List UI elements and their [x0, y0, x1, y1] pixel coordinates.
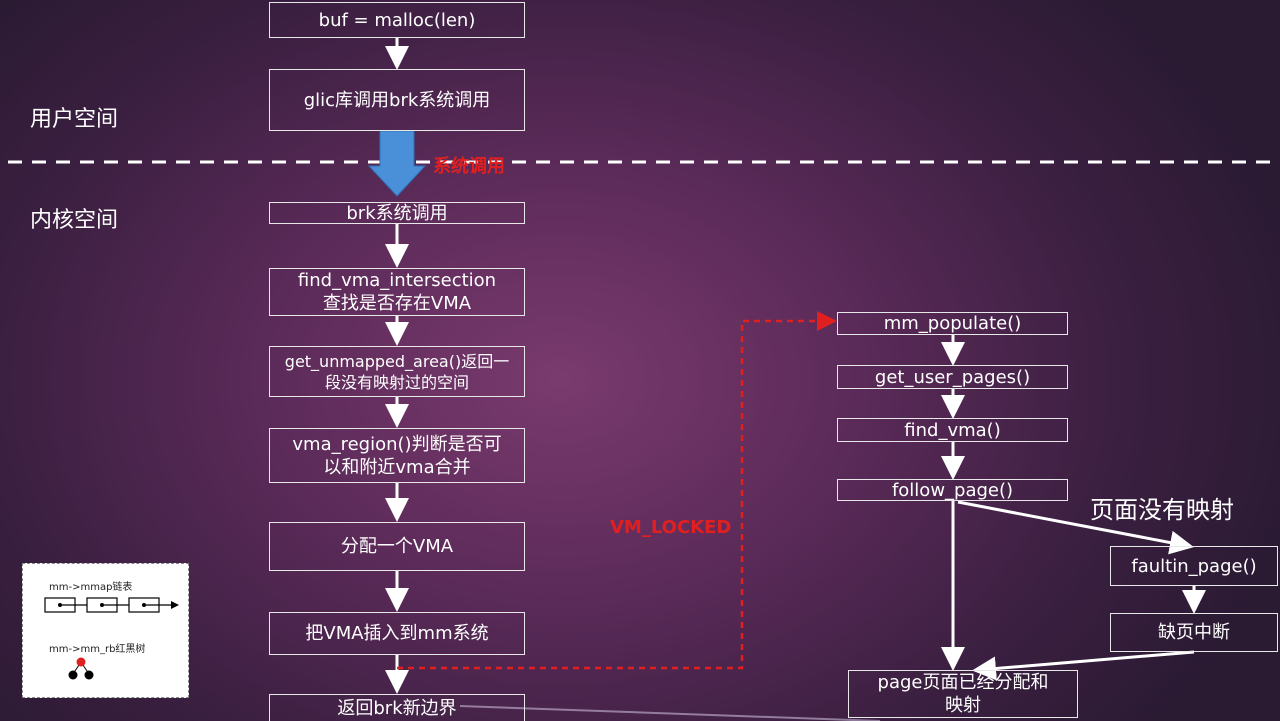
linked-list-icon — [44, 597, 179, 613]
find-vma-intersection-box: find_vma_intersection 查找是否存在VMA — [269, 268, 525, 316]
get-unmapped-area-box: get_unmapped_area()返回一 段没有映射过的空间 — [269, 346, 525, 397]
return-brk-box: 返回brk新边界 — [269, 694, 525, 721]
alloc-vma-text: 分配一个VMA — [340, 536, 454, 557]
find-vma-text: find_vma() — [904, 419, 1001, 441]
find-vma-box: find_vma() — [837, 418, 1068, 442]
glibc-text: glic库调用brk系统调用 — [303, 89, 491, 111]
get-unmapped-area-line2: 段没有映射过的空间 — [324, 372, 469, 392]
mm-populate-box: mm_populate() — [837, 312, 1068, 335]
brk-syscall-box: brk系统调用 — [269, 202, 525, 224]
alloc-vma-box: 分配一个VMA — [269, 522, 525, 571]
insert-vma-text: 把VMA插入到mm系统 — [305, 623, 489, 644]
page-fault-box: 缺页中断 — [1110, 613, 1278, 652]
get-user-pages-box: get_user_pages() — [837, 365, 1068, 389]
page-done-line1: page页面已经分配和 — [877, 672, 1049, 693]
syscall-arrow — [367, 130, 427, 197]
malloc-box: buf = malloc(len) — [269, 2, 525, 38]
follow-page-box: follow_page() — [837, 479, 1068, 501]
vma-region-line2: 以和附近vma合并 — [323, 456, 471, 478]
return-brk-text: 返回brk新边界 — [337, 697, 457, 719]
mm-populate-text: mm_populate() — [883, 313, 1022, 334]
get-unmapped-area-line1: get_unmapped_area()返回一 — [284, 351, 510, 371]
legend-panel: mm->mmap链表 mm->mm_rb红黑树 — [22, 563, 189, 698]
vm-locked-label: VM_LOCKED — [610, 517, 732, 538]
syscall-label: 系统调用 — [433, 156, 505, 177]
no-mapping-label: 页面没有映射 — [1090, 496, 1234, 524]
user-space-label: 用户空间 — [30, 107, 119, 132]
find-vma-intersection-line1: find_vma_intersection — [297, 270, 497, 291]
legend-rbtree-label: mm->mm_rb红黑树 — [49, 644, 146, 655]
legend-mmap-label: mm->mmap链表 — [49, 582, 133, 593]
faultin-page-box: faultin_page() — [1110, 546, 1278, 586]
page-done-box: page页面已经分配和 映射 — [848, 670, 1078, 718]
kernel-space-label: 内核空间 — [30, 208, 119, 233]
page-done-line2: 映射 — [945, 695, 981, 716]
insert-vma-box: 把VMA插入到mm系统 — [269, 612, 525, 655]
follow-page-text: follow_page() — [891, 479, 1014, 501]
vma-region-line1: vma_region()判断是否可 — [292, 433, 502, 455]
glibc-box: glic库调用brk系统调用 — [269, 69, 525, 131]
get-user-pages-text: get_user_pages() — [874, 366, 1031, 388]
rb-tree-icon — [68, 657, 94, 680]
find-vma-intersection-line2: 查找是否存在VMA — [322, 293, 472, 314]
malloc-text: buf = malloc(len) — [318, 9, 476, 31]
faultin-page-text: faultin_page() — [1131, 555, 1257, 577]
brk-syscall-text: brk系统调用 — [346, 202, 448, 224]
arrow-fault-pagedone — [972, 650, 1195, 681]
vma-region-box: vma_region()判断是否可 以和附近vma合并 — [269, 428, 525, 483]
page-fault-text: 缺页中断 — [1158, 622, 1230, 643]
